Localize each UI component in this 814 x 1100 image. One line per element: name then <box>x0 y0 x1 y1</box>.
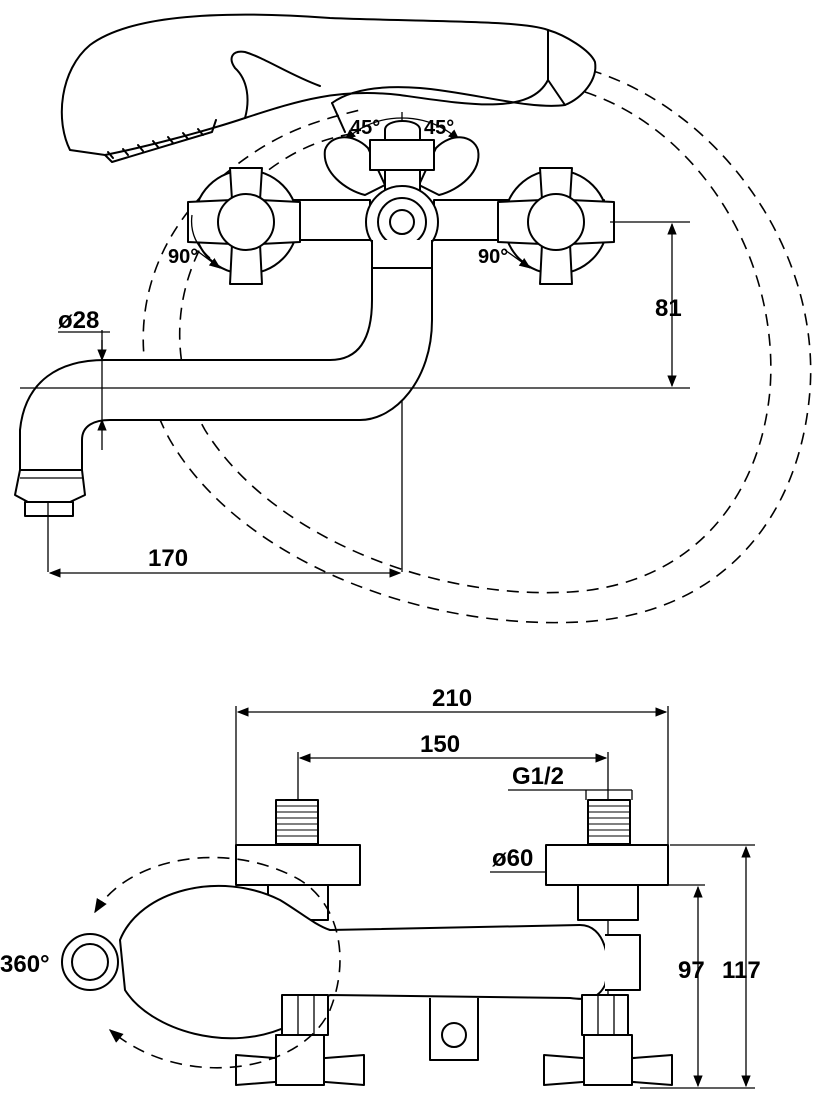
spout-reach-label: 170 <box>148 545 188 572</box>
height-outer-label: 117 <box>722 957 761 984</box>
handle-angle-left-label: 90° <box>168 246 198 268</box>
mixer-body-front <box>61 884 641 1061</box>
angle-left-label: 45° <box>350 117 380 139</box>
total-width-label: 210 <box>432 685 472 712</box>
angle-right-label: 45° <box>424 117 454 139</box>
rotation-marker: 360° <box>0 856 341 1069</box>
flanges <box>235 844 669 921</box>
dim-height-offset: 81 <box>610 221 690 388</box>
handle-angle-right-label: 90° <box>478 246 508 268</box>
dim-total-width: 210 <box>235 685 669 845</box>
hand-shower <box>60 13 597 163</box>
thread-label: G1/2 <box>512 763 564 790</box>
mixer-lever <box>323 120 480 196</box>
rotation-label: 360° <box>0 951 50 978</box>
shower-hose <box>142 69 812 624</box>
bath-spout <box>14 267 690 572</box>
flange-diameter-label: ø60 <box>492 845 533 872</box>
front-view: 210 150 G1/2 <box>0 685 761 1089</box>
dim-flange-diameter: ø60 <box>490 845 546 873</box>
center-distance-label: 150 <box>420 731 460 758</box>
right-handle-top: 90° <box>478 167 615 285</box>
connectors <box>275 799 631 845</box>
height-offset-label: 81 <box>655 295 682 322</box>
dim-spout-reach: 170 <box>48 545 402 578</box>
top-view: 45° 45° 90° <box>14 13 812 624</box>
height-inner-label: 97 <box>678 957 705 984</box>
dim-spout-diameter: ø28 <box>58 307 110 450</box>
dim-thread: G1/2 <box>508 763 633 800</box>
spout-diameter-label: ø28 <box>58 307 99 334</box>
dim-heights: 97 117 <box>640 844 761 1089</box>
left-handle-top: 90° <box>168 167 301 285</box>
lower-handles <box>235 994 673 1086</box>
